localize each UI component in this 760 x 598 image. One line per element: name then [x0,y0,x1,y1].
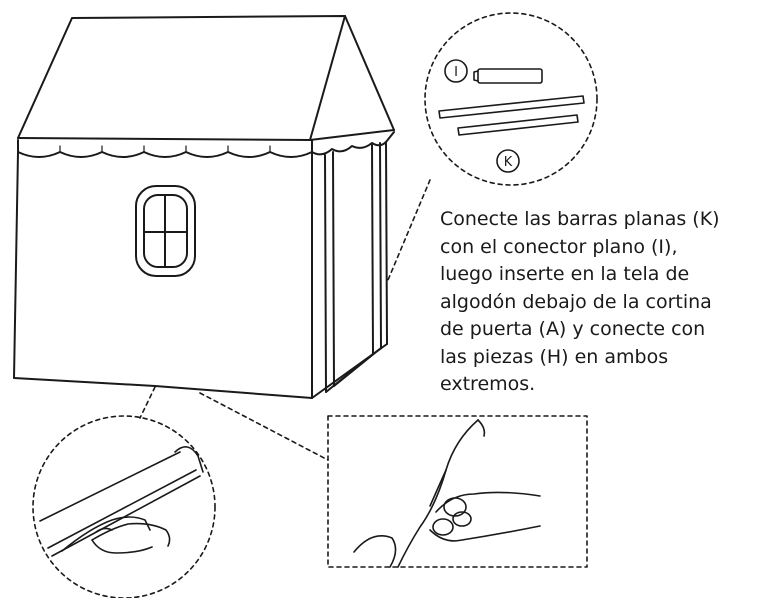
callout-bars-parts [387,12,598,281]
callout-bottom-left [32,386,216,598]
bar-insertion-detail [39,446,204,557]
callout-bottom-right [199,392,588,568]
hand-holding-bar-left [91,522,171,554]
connector-label-badge [444,59,468,83]
hand-inserting-bar-right [353,491,541,568]
bars-label: K [504,155,513,170]
instruction-text: Conecte las barras planas (K) con el con… [440,208,720,395]
tent-roof [17,15,395,141]
flat-bar-short [457,114,579,136]
bars-label-badge [496,149,520,173]
tent-window [135,185,196,277]
tent-valance [17,131,395,158]
connector-label: I [454,65,458,80]
fabric-pocket-detail [397,419,486,568]
tent-front-wall [13,151,313,399]
flat-bar-long [438,95,585,119]
flat-connector-part [473,68,543,84]
tent-side-wall [311,141,388,399]
